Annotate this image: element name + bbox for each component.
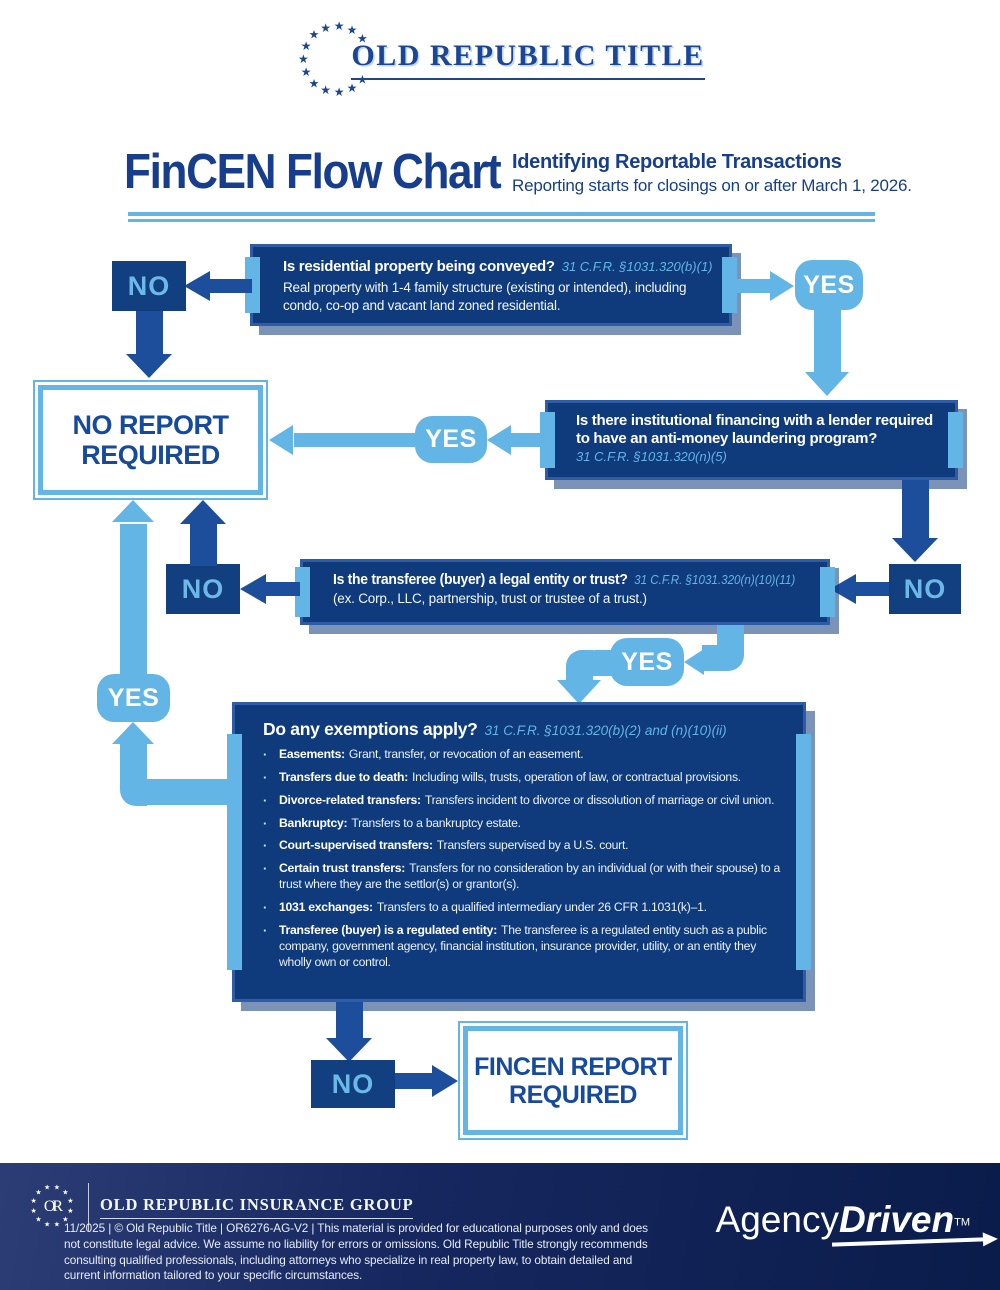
exemption-item: · Transferee (buyer) is a regulated enti… <box>263 922 767 969</box>
no-label: NO <box>166 564 240 614</box>
arrow-q4-no <box>336 1002 363 1042</box>
yes-pill: YES <box>97 674 170 722</box>
footer-disclaimer: 11/2025 | © Old Republic Title | OR6276-… <box>64 1221 648 1283</box>
arrowhead <box>326 1038 372 1062</box>
bullet-icon: · <box>263 838 268 854</box>
page-title: FinCEN Flow Chart <box>124 145 502 199</box>
citation: 31 C.F.R. §1031.320(b)(1) <box>561 259 713 274</box>
bullet-icon: · <box>263 922 268 938</box>
arrowhead <box>892 538 938 562</box>
no-label: NO <box>889 564 961 614</box>
arrowhead <box>180 500 226 524</box>
yes-pill: YES <box>795 260 863 310</box>
arrowhead <box>487 425 511 455</box>
no-label: NO <box>311 1060 395 1108</box>
accent-bar <box>796 734 811 970</box>
citation: 31 C.F.R. §1031.320(b)(2) and (n)(10)(ii… <box>484 723 727 738</box>
arrowhead <box>112 722 154 744</box>
arrowhead <box>684 649 704 675</box>
bullet-icon: · <box>263 792 268 808</box>
footer-divider <box>88 1183 89 1231</box>
exemptions-list: · Easements:Grant, transfer, or revocati… <box>263 747 785 970</box>
accent-bar <box>722 257 737 313</box>
footer: ★★★★★★★★★★★★ OR OLD REPUBLIC INSURANCE G… <box>0 1163 1000 1290</box>
accent-bar <box>948 412 963 468</box>
bullet-icon: · <box>263 769 268 785</box>
accent-bar <box>295 567 310 617</box>
arrow-q3-yes-horizontal <box>702 645 744 671</box>
arrow-q2-yes <box>508 433 545 447</box>
bullet-icon: · <box>263 861 268 877</box>
bullet-icon: · <box>263 900 268 916</box>
accent-bar <box>227 734 242 970</box>
page-subtitle-block: Identifying Reportable Transactions Repo… <box>512 151 912 196</box>
citation: 31 C.F.R. §1031.320(n)(10)(11) <box>634 573 796 587</box>
brand-agency: Agency <box>715 1199 839 1240</box>
arrow-q1-yes <box>736 279 774 293</box>
exemption-item: · 1031 exchanges:Transfers to a qualifie… <box>263 900 707 916</box>
star-circle-icon: ★★★★★★★★★★★★★ <box>298 19 368 99</box>
arrow-q4-yes-vertical <box>120 742 147 806</box>
exemption-item: · Transfers due to death:Including wills… <box>263 769 741 785</box>
accent-bar <box>245 257 260 313</box>
arrow-no-to-q3 <box>854 582 889 596</box>
arrowhead <box>112 500 154 522</box>
subtitle: Identifying Reportable Transactions <box>512 151 842 173</box>
arrowhead <box>770 271 794 301</box>
arrowhead <box>432 1065 458 1097</box>
question-text: Do any exemptions apply? <box>263 719 478 739</box>
question-detail: (ex. Corp., LLC, partnership, trust or t… <box>333 591 647 606</box>
yes-pill: YES <box>415 416 487 463</box>
exemption-item: · Easements:Grant, transfer, or revocati… <box>263 747 584 762</box>
old-republic-title-logo: ★★★★★★★★★★★★★ OLD REPUBLIC TITLE <box>0 18 1000 100</box>
citation: 31 C.F.R. §1031.320(n)(5) <box>576 449 727 465</box>
arrowhead <box>269 425 293 455</box>
footer-org-title: OLD REPUBLIC INSURANCE GROUP <box>100 1195 414 1219</box>
no-label: NO <box>112 261 186 311</box>
bullet-icon: · <box>263 747 268 762</box>
header-divider <box>128 212 875 222</box>
brand-driven: Driven <box>838 1199 955 1240</box>
result-text: NO REPORT REQUIRED <box>72 409 229 470</box>
question-text: Is there institutional financing with a … <box>576 412 933 447</box>
arrow-no-up-to-noreport <box>190 520 217 566</box>
footer-star-circle-icon: ★★★★★★★★★★★★ <box>30 1184 74 1229</box>
fincen-report-required-box: FINCEN REPORT REQUIRED <box>458 1021 688 1140</box>
result-text: FINCEN REPORT REQUIRED <box>474 1052 672 1109</box>
arrow-yes-to-q2 <box>814 310 841 374</box>
arrow-q1-no <box>208 279 252 293</box>
arrow-yes-up-to-noreport <box>120 524 147 674</box>
exemption-item: · Bankruptcy:Transfers to a bankruptcy e… <box>263 815 521 831</box>
trademark-symbol: TM <box>954 1216 970 1229</box>
bullet-icon: · <box>263 815 268 831</box>
no-report-required-box: NO REPORT REQUIRED <box>33 380 268 500</box>
footer-monogram: OR <box>43 1198 63 1215</box>
arrowhead <box>184 271 210 301</box>
yes-pill: YES <box>610 638 684 686</box>
brand-wordmark: OLD REPUBLIC TITLE <box>351 39 705 80</box>
question-legal-entity-or-trust: Is the transferee (buyer) a legal entity… <box>295 559 835 625</box>
question-text: Is the transferee (buyer) a legal entity… <box>333 571 628 588</box>
question-exemptions: Do any exemptions apply? 31 C.F.R. §1031.… <box>227 702 811 1002</box>
arrow-no-to-noreport <box>136 311 163 355</box>
question-institutional-financing: Is there institutional financing with a … <box>540 400 963 480</box>
accent-bar <box>540 412 555 468</box>
subtitle-note: Reporting starts for closings on or afte… <box>512 176 912 195</box>
arrow-no-to-fincen <box>395 1073 433 1089</box>
arrowhead <box>805 372 849 396</box>
arrowhead <box>240 574 266 604</box>
exemption-item: · Divorce-related transfers:Transfers in… <box>263 792 775 808</box>
agency-driven-logo: AgencyDrivenTM <box>715 1199 998 1246</box>
exemption-item: · Certain trust transfers:Transfers for … <box>263 861 781 892</box>
arrow-q3-no <box>262 582 300 596</box>
arrowhead <box>126 354 172 378</box>
accent-bar <box>820 567 835 617</box>
question-text: Is residential property being conveyed? <box>283 258 555 275</box>
exemption-item: · Court-supervised transfers:Transfers s… <box>263 838 629 854</box>
arrow-yes-to-noreport <box>294 433 415 447</box>
question-residential-property: Is residential property being conveyed? 3… <box>245 244 737 326</box>
arrowhead <box>557 680 601 704</box>
question-detail: Real property with 1-4 family structure … <box>283 280 687 313</box>
arrow-q2-no <box>902 480 929 540</box>
